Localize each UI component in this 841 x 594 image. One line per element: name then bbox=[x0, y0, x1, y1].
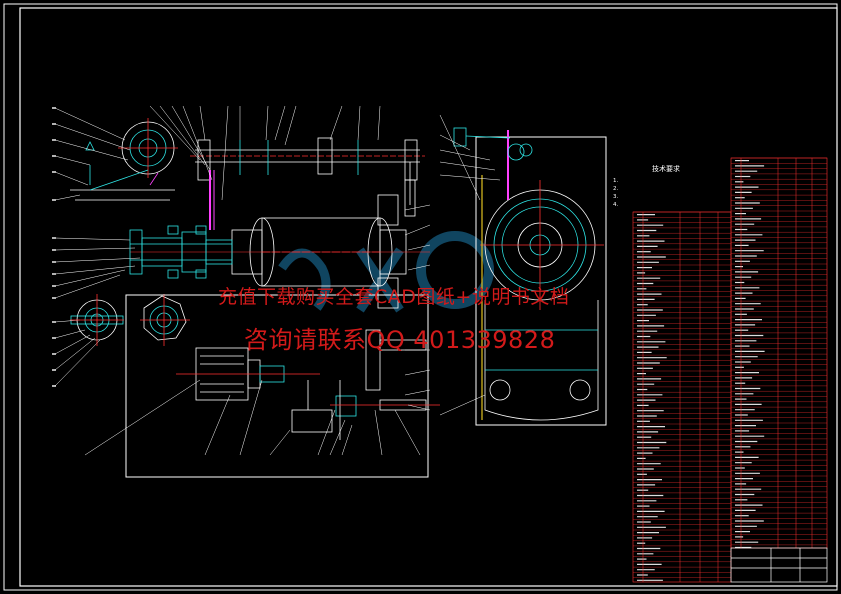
technical-requirement-item: 1. bbox=[613, 178, 619, 184]
watermark-line-2: 咨询请联系QQ 401339828 bbox=[244, 326, 556, 354]
shaft-assembly bbox=[129, 225, 233, 279]
technical-requirement-item: 4. bbox=[613, 202, 619, 208]
technical-requirement-item: 2. bbox=[613, 186, 619, 192]
side-view-frame bbox=[475, 136, 607, 426]
leader-lines-top bbox=[149, 105, 381, 201]
motor bbox=[176, 347, 333, 433]
leader-label-ticks-left bbox=[52, 107, 56, 387]
motor-frame-box bbox=[125, 294, 429, 478]
leader-lines-left bbox=[54, 107, 141, 387]
gear-train bbox=[330, 329, 440, 440]
leader-lines-bottom bbox=[84, 379, 421, 456]
leader-lines-side bbox=[439, 114, 501, 416]
leader-lines-right bbox=[404, 204, 431, 411]
technical-requirement-item: 3. bbox=[613, 194, 619, 200]
technical-requirements-title: 技术要求 bbox=[652, 165, 680, 173]
parts-table-left-rows bbox=[633, 211, 731, 582]
parts-table-right-rows bbox=[731, 157, 827, 549]
title-block bbox=[730, 547, 828, 583]
watermark-line-1: 充值下载购买全套CAD图纸+说明书文档 bbox=[218, 286, 570, 308]
linkage-frame bbox=[190, 137, 425, 230]
side-view-drum bbox=[453, 127, 604, 421]
flange-end-view bbox=[140, 294, 190, 346]
pulley-detail bbox=[70, 118, 178, 201]
bearing-end-view bbox=[70, 294, 124, 346]
inner-border bbox=[19, 7, 838, 587]
